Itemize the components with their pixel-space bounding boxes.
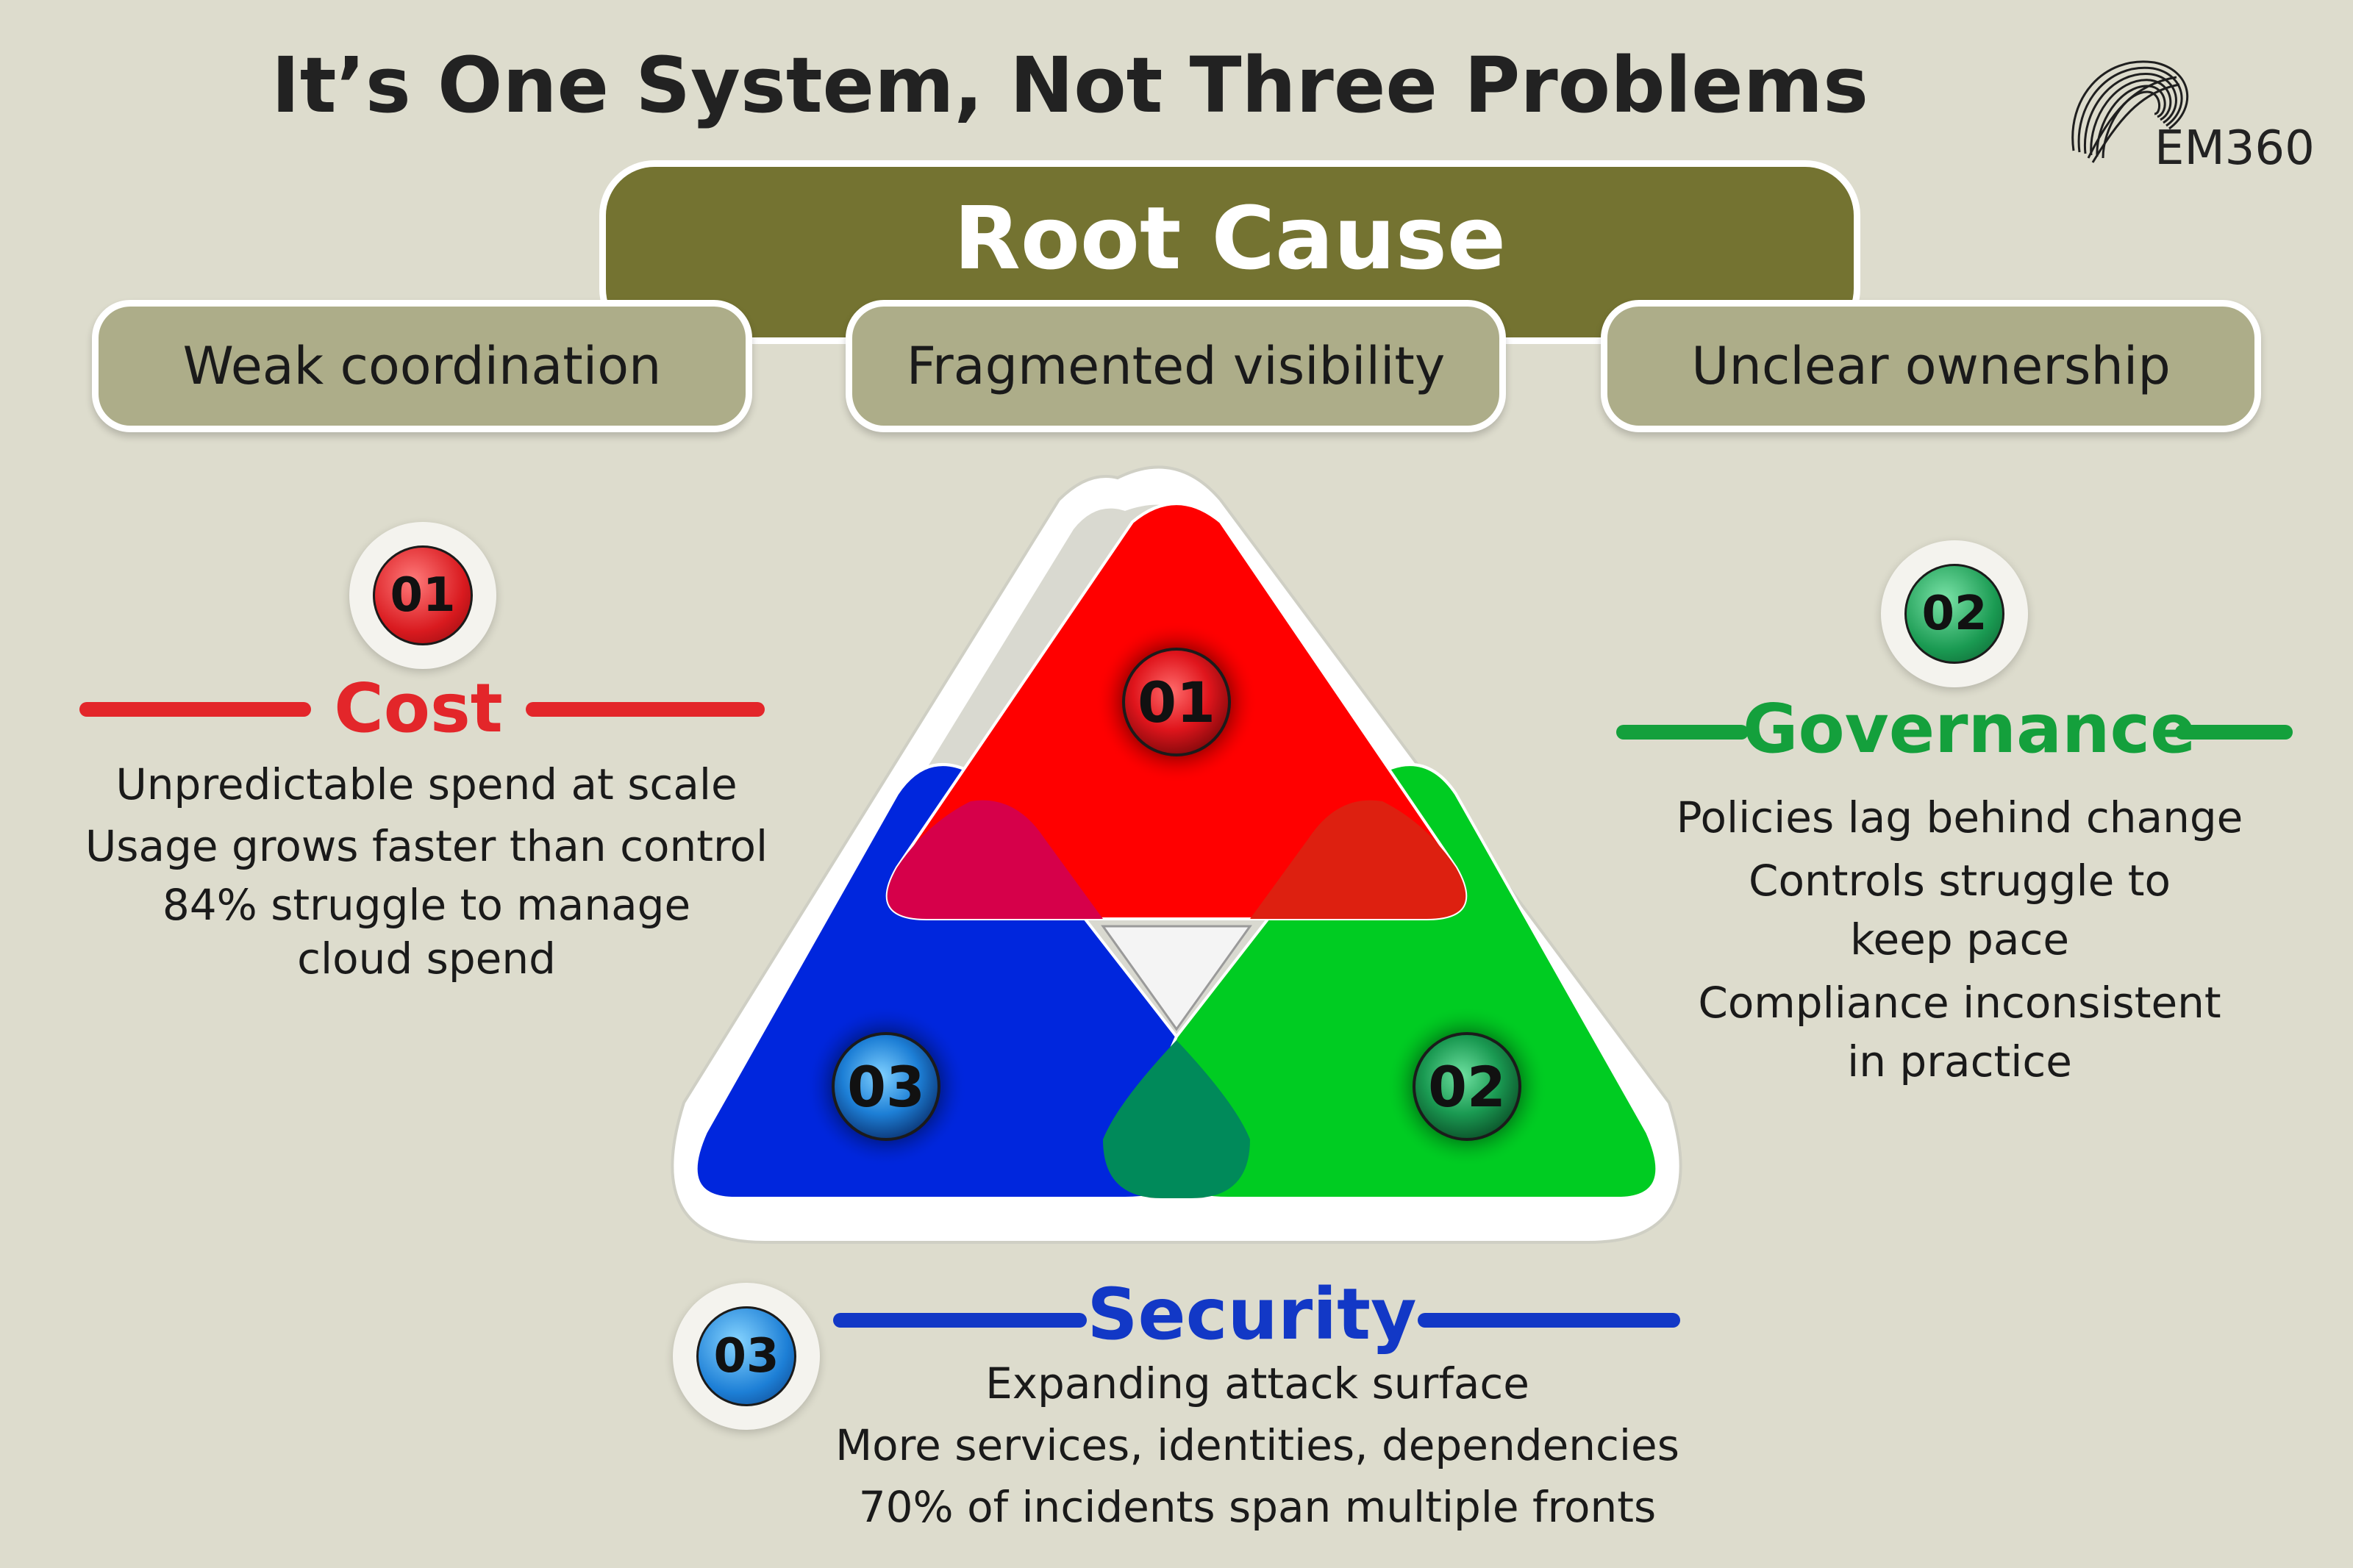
cause-unclear-ownership: Unclear ownership [1601, 300, 2261, 432]
triangle-badge-03 [832, 1032, 940, 1141]
overlap-security-governance [1103, 1040, 1250, 1198]
cost-number: 01 [373, 545, 473, 645]
governance-rule-right [2175, 725, 2293, 740]
security-rule-left [833, 1313, 1087, 1328]
security-heading: Security [1087, 1273, 1417, 1356]
triangle-badge-02-label: 02 [1428, 1054, 1506, 1120]
triangle-badge-01 [1122, 648, 1231, 756]
cost-rule-left [79, 702, 311, 717]
page-title: It’s One System, Not Three Problems [271, 40, 1868, 130]
governance-number-badge: 02 [1881, 540, 2028, 687]
governance-line: in practice [1847, 1037, 2072, 1086]
cost-line: Unpredictable spend at scale [115, 759, 738, 809]
center-triangle [1101, 925, 1252, 1031]
triangle-diagram: 01 03 02 [671, 465, 1682, 1244]
security-rule-right [1418, 1313, 1680, 1328]
governance-line: Compliance inconsistent [1698, 978, 2221, 1028]
em360-logo: EM360 [2059, 40, 2324, 187]
security-line: More services, identities, dependencies [835, 1420, 1679, 1470]
triangle-badge-03-label: 03 [847, 1054, 925, 1120]
security-number-badge: 03 [673, 1283, 820, 1430]
security-body: Expanding attack surface More services, … [794, 1353, 1721, 1538]
security-number: 03 [696, 1306, 796, 1406]
governance-line: Controls struggle to [1749, 856, 2171, 906]
cause-weak-coordination: Weak coordination [92, 300, 752, 432]
logo-text: EM360 [2154, 121, 2315, 176]
governance-heading: Governance [1743, 690, 2196, 768]
cost-rule-right [526, 702, 765, 717]
cost-line: Usage grows faster than control [85, 821, 768, 871]
overlap-cost-governance [1250, 800, 1466, 919]
governance-number: 02 [1904, 564, 2004, 664]
governance-line: keep pace [1849, 914, 2070, 964]
cost-heading: Cost [334, 669, 503, 748]
logo-swirl-icon [2071, 60, 2189, 163]
governance-rule-left [1616, 725, 1749, 740]
cost-number-badge: 01 [349, 522, 496, 669]
cost-line: cloud spend [297, 934, 556, 984]
governance-body: Policies lag behind change Controls stru… [1588, 788, 2331, 1091]
triangle-badge-02 [1413, 1032, 1521, 1141]
security-line: Expanding attack surface [985, 1358, 1529, 1408]
root-cause-title: Root Cause [954, 187, 1506, 289]
overlap-cost-security [887, 800, 1103, 919]
cost-line: 84% struggle to manage [162, 880, 691, 930]
cause-fragmented-visibility: Fragmented visibility [846, 300, 1506, 432]
security-line: 70% of incidents span multiple fronts [858, 1482, 1657, 1532]
cost-body: Unpredictable spend at scale Usage grows… [44, 753, 809, 984]
governance-line: Policies lag behind change [1676, 792, 2243, 842]
triangle-badge-01-label: 01 [1138, 670, 1215, 735]
